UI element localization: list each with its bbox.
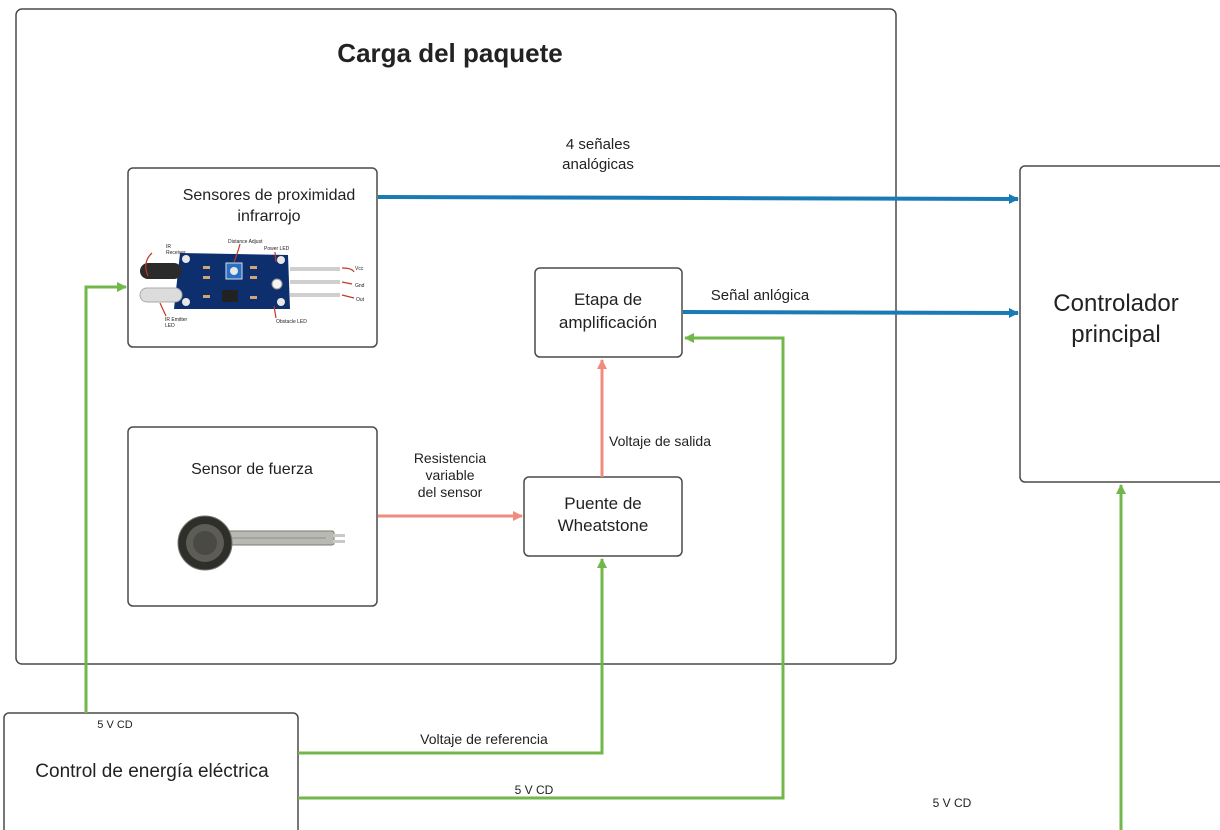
diagram-title: Carga del paquete [337, 38, 562, 68]
power-to-bridge-line [298, 558, 607, 755]
power-control-label: Control de energía eléctrica [35, 761, 269, 782]
power-control-block [3, 712, 299, 830]
amp-to-controller-arrow [682, 307, 1019, 318]
output-voltage-label: Voltaje de salida [609, 433, 711, 449]
force-sensor-label: Sensor de fuerza [191, 461, 313, 478]
power-to-amp-line [298, 333, 785, 800]
obstacle-led-label: Obstacle LED [276, 319, 307, 325]
ir-supply-voltage-label: 5 V CD [97, 719, 133, 731]
main-controller-block [1019, 165, 1220, 483]
amp-supply-voltage-label: 5 V CD [515, 783, 554, 797]
distance-adjust-label: Distance Adjust [228, 239, 263, 245]
power-led-label: Power LED [264, 246, 290, 252]
ir-to-controller-arrow [377, 193, 1019, 204]
vcc-pin-label: Vcc [355, 266, 364, 272]
out-pin-label: Out [356, 297, 365, 303]
gnd-pin-label: Gnd [355, 283, 365, 289]
reference-voltage-label: Voltaje de referencia [420, 731, 548, 747]
amplifier-block [534, 267, 683, 358]
force-sensor-image [177, 515, 345, 571]
force-sensor-block [127, 426, 378, 607]
analog-signal-label: Señal anlógica [711, 287, 810, 304]
power-to-ir-line [84, 282, 127, 713]
controller-supply-voltage-label: 5 V CD [933, 796, 972, 810]
